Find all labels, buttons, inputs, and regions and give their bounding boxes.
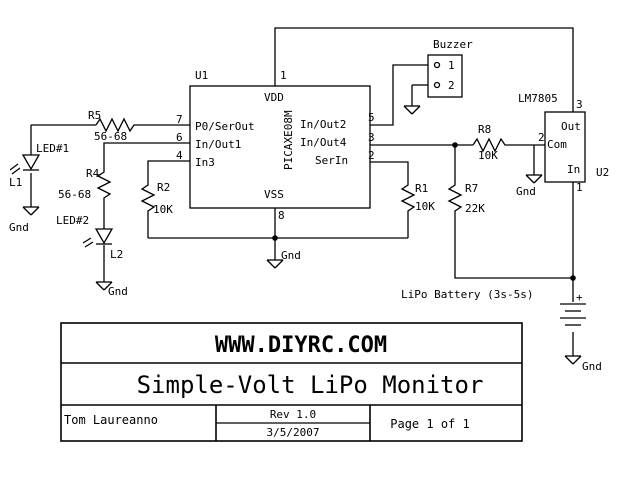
buzzer-label: Buzzer <box>433 38 473 51</box>
ground-label: Gnd <box>281 249 301 262</box>
resistor-value: 56-68 <box>94 130 127 143</box>
ic-pin-number: 1 <box>280 69 287 82</box>
battery-label: LiPo Battery (3s-5s) <box>401 288 533 301</box>
ground-icon <box>22 206 40 216</box>
regulator-com-label: Com <box>547 138 567 151</box>
ic-pin-number: 3 <box>368 131 375 144</box>
resistor-value: 22K <box>465 202 485 215</box>
resistor-ref: R4 <box>86 167 100 180</box>
ic-pin-number: 7 <box>176 113 183 126</box>
ic-pin-number: 8 <box>278 209 285 222</box>
regulator-body <box>544 111 586 183</box>
buzzer-terminal-icon <box>433 81 441 89</box>
ic-pin-number: 4 <box>176 149 183 162</box>
ic-pin-number: 6 <box>176 131 183 144</box>
battery: + LiPo Battery (3s-5s) <box>401 288 586 326</box>
ic-pin-in1-label: In/Out1 <box>195 138 241 151</box>
resistor-ref: R8 <box>478 123 491 136</box>
ic-u1-ref: U1 <box>195 69 208 82</box>
resistor-r8: R8 10K <box>472 123 508 162</box>
ic-pin-serin-label: SerIn <box>315 154 348 167</box>
resistor-value: 10K <box>415 200 435 213</box>
resistor-ref: R2 <box>157 181 170 194</box>
ic-pin-number: 2 <box>368 149 375 162</box>
buzzer: Buzzer 1 2 <box>427 38 473 98</box>
regulator-pin-number: 3 <box>576 98 583 111</box>
resistor-ref: R7 <box>465 182 478 195</box>
regulator-part: LM7805 <box>518 92 558 105</box>
buzzer-body <box>427 54 463 98</box>
resistor-r4: R4 56-68 <box>58 167 112 202</box>
ground-icon <box>564 355 582 365</box>
resistor-r7: R7 22K <box>447 180 485 218</box>
regulator-ref: U2 <box>596 166 609 179</box>
ground-label: Gnd <box>516 185 536 198</box>
ic-pin-vdd-label: VDD <box>264 91 284 104</box>
ground-label: Gnd <box>108 285 128 298</box>
led-2: LED#2 L2 <box>56 214 123 261</box>
ic-pin-in4-label: In/Out4 <box>300 136 347 149</box>
resistor-ref: R1 <box>415 182 428 195</box>
ic-pin-p0-label: P0/SerOut <box>195 120 255 133</box>
title-block-frame <box>60 322 523 442</box>
resistor-r1: R1 10K <box>400 180 435 218</box>
ground-label: Gnd <box>582 360 602 373</box>
ic-pin-vss-label: VSS <box>264 188 284 201</box>
buzzer-terminal-icon <box>433 61 441 69</box>
title-block-author: Tom Laureanno <box>64 413 158 427</box>
led-ref: L1 <box>9 176 22 189</box>
regulator-out-label: Out <box>561 120 581 133</box>
ground-regulator: Gnd <box>516 174 543 198</box>
regulator-in-label: In <box>567 163 580 176</box>
led-emission-icon <box>82 237 92 244</box>
led-1: LED#1 L1 <box>9 142 69 189</box>
ic-pin-number: 5 <box>368 111 375 124</box>
ground-ic: Gnd <box>266 249 301 269</box>
resistor-value: 56-68 <box>58 188 91 201</box>
ic-u1: U1 VDD VSS P0/SerOut In/Out1 In3 In/Out2… <box>176 69 375 222</box>
ic-pin-in3-label: In3 <box>195 156 215 169</box>
title-block-date: 3/5/2007 <box>267 426 320 439</box>
battery-plus: + <box>576 291 583 304</box>
led-emission-icon <box>9 163 19 171</box>
ic-pin-in2-label: In/Out2 <box>300 118 346 131</box>
resistor-value: 10K <box>153 203 173 216</box>
ground-icon <box>525 174 543 184</box>
title-block-title: Simple-Volt LiPo Monitor <box>137 371 484 399</box>
led-name: LED#2 <box>56 214 89 227</box>
ic-part-name: PICAXE08M <box>282 110 295 170</box>
ground-label: Gnd <box>9 221 29 234</box>
regulator-u2: LM7805 U2 Out Com In 3 2 1 <box>518 92 609 194</box>
title-block-rev: Rev 1.0 <box>270 408 316 421</box>
buzzer-pin-2: 2 <box>448 79 455 92</box>
regulator-pin-number: 2 <box>538 131 545 144</box>
ground-buzzer <box>403 105 421 115</box>
wires <box>30 27 576 356</box>
resistor-r2: R2 10K <box>140 180 173 218</box>
resistor-value: 10K <box>478 149 498 162</box>
led-name: LED#1 <box>36 142 69 155</box>
title-block: WWW.DIYRC.COM Simple-Volt LiPo Monitor T… <box>60 322 523 442</box>
resistor-ref: R5 <box>88 109 101 122</box>
regulator-pin-number: 1 <box>576 181 583 194</box>
title-block-page: Page 1 of 1 <box>390 417 469 431</box>
ground-battery: Gnd <box>564 355 602 373</box>
ic-u1-body <box>189 85 371 209</box>
buzzer-pin-1: 1 <box>448 59 455 72</box>
led-ref: L2 <box>110 248 123 261</box>
ground-led2: Gnd <box>95 281 128 298</box>
resistor-r5: R5 56-68 <box>88 109 138 143</box>
ground-led1: Gnd <box>9 206 40 234</box>
ground-icon <box>403 105 421 115</box>
title-block-url: WWW.DIYRC.COM <box>215 333 387 358</box>
